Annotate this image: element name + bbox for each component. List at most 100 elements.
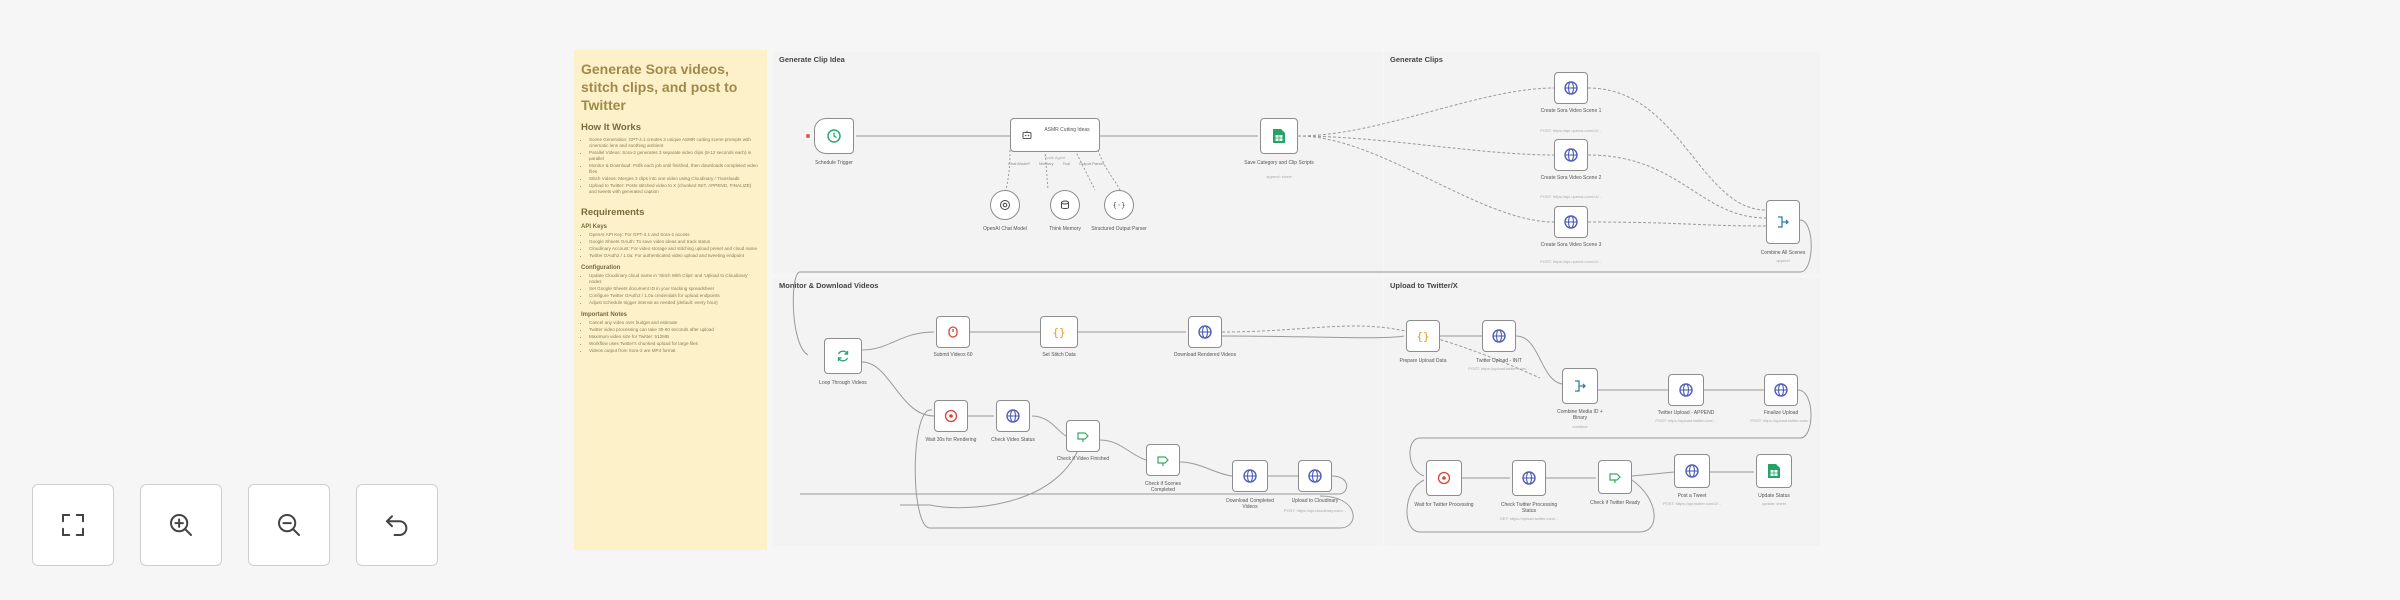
sora-scene-1-node[interactable] <box>1554 72 1588 104</box>
svg-text:{}: {} <box>1416 330 1429 343</box>
wait-twitter-node[interactable] <box>1426 460 1462 496</box>
connection-line <box>1221 325 1541 379</box>
group-title: Monitor & Download Videos <box>779 281 879 290</box>
check-video-finished-node[interactable] <box>1066 420 1100 452</box>
globe-icon <box>1564 215 1578 229</box>
wait-rendering-node[interactable] <box>934 400 968 432</box>
note-apis-list: OpenAI API Key: For GPT-4.1 and Sora-2 a… <box>581 232 760 259</box>
twitter-init-node[interactable] <box>1482 320 1516 352</box>
check-twitter-ready-node[interactable] <box>1598 460 1632 494</box>
combine-media-node[interactable] <box>1562 368 1598 404</box>
wait-submit-node[interactable] <box>936 316 970 348</box>
group-monitor[interactable]: Monitor & Download Videos <box>773 278 1383 546</box>
node-label: Create Sora Video Scene 3 <box>1540 242 1602 248</box>
note-req-title: Requirements <box>581 207 645 218</box>
node-label: Twitter Upload - APPEND <box>1657 410 1715 416</box>
combine-scenes-node[interactable] <box>1766 200 1800 244</box>
finalize-upload-node[interactable] <box>1764 374 1798 406</box>
update-status-node[interactable] <box>1756 454 1792 488</box>
sheets-save-node[interactable] <box>1260 118 1298 154</box>
globe-icon <box>1522 471 1536 485</box>
note-config-item: Update Cloudinary cloud name in 'Stitch … <box>589 273 760 285</box>
node-label: Finalize Upload <box>1763 410 1799 416</box>
group-title: Generate Clip Idea <box>779 55 845 64</box>
memory-node[interactable] <box>1050 190 1080 220</box>
wait-icon <box>1437 471 1451 485</box>
note-how-item: Parallel Videos: Sora-2 generates 3 sepa… <box>589 150 760 162</box>
note-note-item: Maximum video size for Twitter: 512MB <box>589 334 760 340</box>
connection-line <box>1074 149 1096 191</box>
clock-icon <box>827 129 841 143</box>
note-notes-title: Important Notes <box>581 312 628 318</box>
node-label: Download Completed Videos <box>1226 498 1274 510</box>
connection-line <box>900 439 1083 509</box>
node-sub: POST: https://api.openai.com/v1/... <box>1540 259 1602 264</box>
check-twitter-status-node[interactable] <box>1512 460 1546 496</box>
node-label: Save Category and Clip Scripts <box>1244 160 1314 166</box>
note-how-item: Upload to Twitter: Posts stitched video … <box>589 183 760 195</box>
node-sub: POST: https://api.openai.com/v1/... <box>1540 128 1602 133</box>
zoom-in-icon <box>170 514 192 536</box>
fit-view-button[interactable] <box>32 484 114 566</box>
node-sub: POST: https://api.cloudinary.com/... <box>1283 508 1347 513</box>
robot-icon <box>1022 130 1032 139</box>
connection-line <box>1297 135 1555 156</box>
note-note-item: Videos output from Sora-2 are MP4 format <box>589 348 760 354</box>
node-label: Wait 30s for Rendering <box>925 437 977 443</box>
group-generate-idea[interactable]: Generate Clip Idea <box>773 52 1383 274</box>
check-video-status-node[interactable] <box>996 400 1030 432</box>
group-upload[interactable]: Upload to Twitter/X <box>1384 278 1820 546</box>
agent-ports: Chat Model* Memory Tool Output Parser <box>1008 161 1104 166</box>
chat-model-node[interactable] <box>990 190 1020 220</box>
svg-text:{·}: {·} <box>1113 202 1125 210</box>
code-braces-icon: {} <box>1416 330 1429 343</box>
node-label: Combine Media ID + Binary <box>1557 409 1603 421</box>
wait-icon <box>944 409 958 423</box>
node-label: Check if Scenes Completed <box>1144 481 1182 493</box>
sora-scene-2-node[interactable] <box>1554 139 1588 171</box>
sticky-note[interactable]: Generate Sora videos, stitch clips, and … <box>574 50 767 550</box>
if-branch-icon <box>1157 456 1169 466</box>
node-label: Check if Video Finished <box>1056 456 1110 462</box>
node-label: Check Video Status <box>991 437 1035 443</box>
fit-view-icon <box>62 514 84 536</box>
schedule-trigger-node[interactable] <box>814 118 854 154</box>
twitter-append-node[interactable] <box>1668 374 1704 406</box>
svg-text:{}: {} <box>1052 326 1065 339</box>
note-how-title: How It Works <box>581 122 641 133</box>
output-parser-node[interactable]: {·} <box>1104 190 1134 220</box>
note-how-list: Scene Generation: GPT-4.1 creates 3 uniq… <box>581 137 760 195</box>
undo-button[interactable] <box>356 484 438 566</box>
upload-cloudinary-node[interactable] <box>1298 460 1332 492</box>
node-sub: POST: https://api.openai.com/v1/... <box>1540 194 1602 199</box>
download-rendered-node[interactable] <box>1188 316 1222 348</box>
zoom-in-button[interactable] <box>140 484 222 566</box>
undo-icon <box>386 515 408 536</box>
globe-icon <box>1564 81 1578 95</box>
connection-line <box>1409 389 1812 477</box>
agent-sub: Tools Agent <box>1044 155 1066 160</box>
note-how-item: Scene Generation: GPT-4.1 creates 3 uniq… <box>589 137 760 149</box>
port-label: Output Parser <box>1079 161 1104 166</box>
node-sub: POST: https://upload.twitter.com/... <box>1655 418 1717 423</box>
zoom-out-button[interactable] <box>248 484 330 566</box>
node-label: Check Twitter Processing Status <box>1500 502 1558 514</box>
group-generate-clips[interactable]: Generate Clips <box>1384 52 1820 274</box>
prepare-upload-node[interactable]: {} <box>1406 320 1440 352</box>
loop-icon <box>837 350 849 362</box>
sora-scene-3-node[interactable] <box>1554 206 1588 238</box>
check-scenes-complete-node[interactable] <box>1146 444 1180 476</box>
connection-line <box>1221 335 1405 339</box>
connection-line <box>861 331 935 351</box>
loop-videos-node[interactable] <box>824 338 862 374</box>
note-config-item: Adjust Schedule trigger interval as need… <box>589 300 760 306</box>
connection-line <box>1587 154 1767 219</box>
note-config-title: Configuration <box>581 265 621 271</box>
connection-line <box>1005 149 1011 191</box>
download-completed-node[interactable] <box>1232 460 1268 492</box>
ai-agent-node[interactable]: ASMR Cutting Ideas <box>1010 118 1100 152</box>
node-label: Schedule Trigger <box>815 160 853 166</box>
set-stitch-data-node[interactable]: {} <box>1040 316 1078 348</box>
post-tweet-node[interactable] <box>1674 454 1710 488</box>
merge-icon <box>1778 216 1789 228</box>
